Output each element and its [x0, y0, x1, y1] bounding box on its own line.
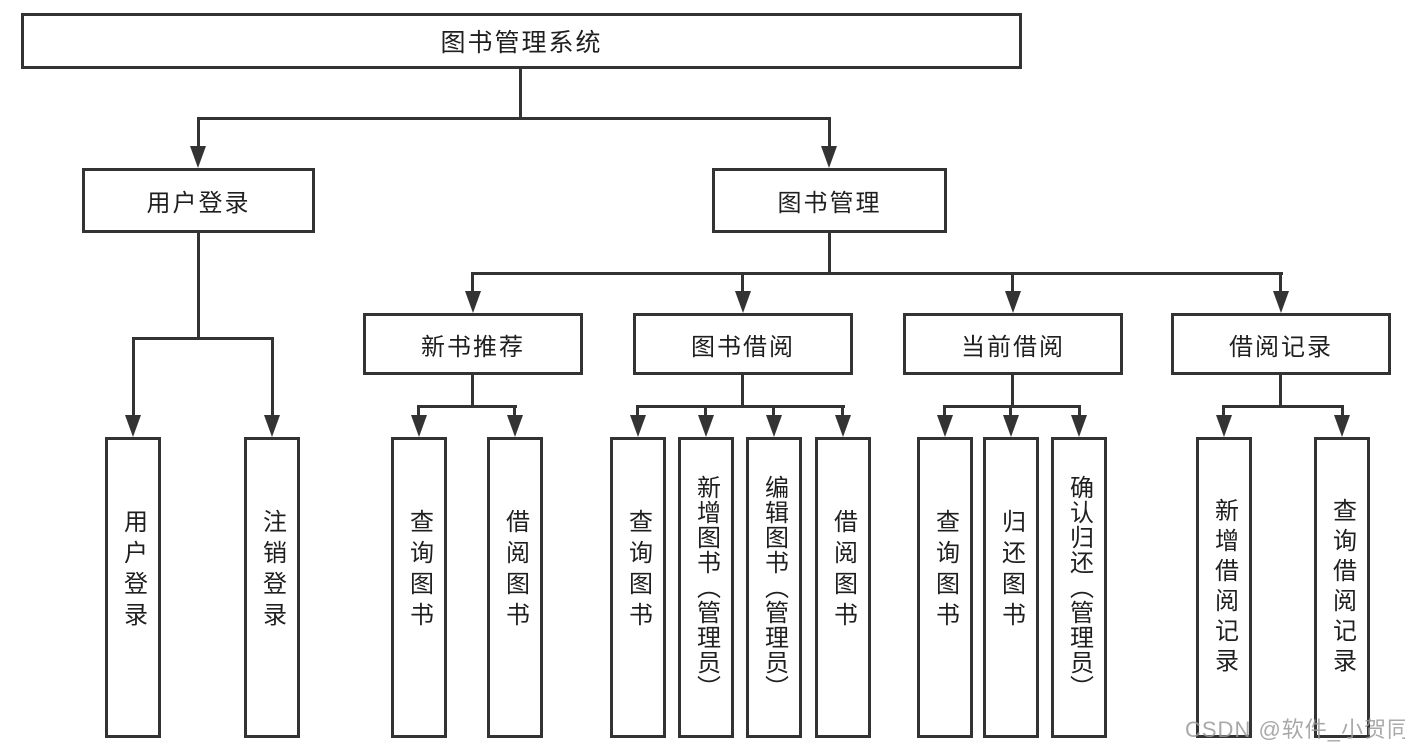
arrow-to-group-current — [1005, 291, 1021, 313]
leaf-rec-query-label: 查询图书 — [405, 508, 433, 633]
leaf-rcd-query: 查询借阅记录 — [1314, 437, 1370, 738]
leaf-bor-borrow-label: 借阅图书 — [829, 508, 857, 633]
arrow-to-group-record — [1273, 291, 1289, 313]
node-group-new-book: 新书推荐 — [363, 313, 583, 375]
arrow-to-leaf-bor-query — [630, 415, 646, 437]
edge-bor-leaf2-drop — [704, 405, 707, 417]
edge-rcd-leaf2-drop — [1341, 405, 1344, 417]
leaf-rcd-query-label: 查询借阅记录 — [1328, 497, 1356, 678]
edge-borrow-rail — [636, 405, 845, 408]
leaf-cur-return-label: 归还图书 — [997, 508, 1025, 633]
leaf-rcd-add-label: 新增借阅记录 — [1210, 497, 1238, 678]
leaf-cur-confirm-label: 确认归还（管理员） — [1065, 475, 1093, 700]
leaf-user-login: 用户登录 — [105, 437, 161, 738]
edge-current-rail — [943, 405, 1081, 408]
leaf-user-login-label: 用户登录 — [119, 508, 147, 633]
edge-cur-leaf2-drop — [1009, 405, 1012, 417]
edge-level3-rail — [471, 272, 1283, 275]
arrow-to-leaf-cur-return — [1003, 415, 1019, 437]
arrow-to-leaf-rec-borrow — [507, 415, 523, 437]
csdn-watermark: CSDN @软件_小贺同学 — [1185, 717, 1405, 742]
arrow-to-leaf-user-login — [125, 415, 141, 437]
edge-login-leaf1-drop — [132, 337, 135, 417]
leaf-bor-query-label: 查询图书 — [624, 508, 652, 633]
leaf-bor-borrow: 借阅图书 — [815, 437, 871, 738]
edge-record-stem — [1279, 373, 1282, 407]
node-user-login: 用户登录 — [82, 168, 315, 233]
arrow-to-leaf-rcd-add — [1216, 415, 1232, 437]
edge-borrow-drop — [741, 272, 744, 294]
arrow-to-user-login — [190, 146, 206, 168]
edge-cur-leaf3-drop — [1078, 405, 1081, 417]
edge-bor-leaf3-drop — [772, 405, 775, 417]
edge-bor-leaf4-drop — [841, 405, 844, 417]
arrow-to-leaf-logout — [264, 415, 280, 437]
arrow-to-leaf-cur-confirm — [1071, 415, 1087, 437]
node-group-record: 借阅记录 — [1171, 313, 1391, 375]
edge-mgmt-stem — [828, 231, 831, 275]
node-book-mgmt: 图书管理 — [712, 168, 947, 233]
arrow-to-group-new-book — [465, 291, 481, 313]
leaf-rcd-add: 新增借阅记录 — [1196, 437, 1252, 738]
node-group-current: 当前借阅 — [903, 313, 1123, 375]
node-user-login-label: 用户登录 — [146, 190, 251, 217]
leaf-bor-edit: 编辑图书（管理员） — [746, 437, 802, 738]
arrow-to-leaf-bor-add — [698, 415, 714, 437]
leaf-cur-query-label: 查询图书 — [931, 508, 959, 633]
node-group-borrow: 图书借阅 — [633, 313, 853, 375]
edge-current-stem — [1011, 373, 1014, 407]
edge-current-drop — [1011, 272, 1014, 294]
arrow-to-leaf-rec-query — [411, 415, 427, 437]
edge-login-rail — [132, 337, 274, 340]
leaf-rec-borrow-label: 借阅图书 — [501, 508, 529, 633]
edge-level1-rail — [197, 117, 831, 120]
leaf-logout: 注销登录 — [244, 437, 300, 738]
edge-record-rail — [1222, 405, 1344, 408]
arrow-to-leaf-cur-query — [937, 415, 953, 437]
leaf-bor-add-label: 新增图书（管理员） — [692, 475, 720, 700]
edge-newbook-stem — [471, 373, 474, 407]
edge-login-leaf2-drop — [271, 337, 274, 417]
edge-record-drop — [1279, 272, 1282, 294]
node-group-record-label: 借阅记录 — [1229, 333, 1333, 361]
arrow-to-leaf-bor-borrow — [835, 415, 851, 437]
node-group-new-book-label: 新书推荐 — [421, 333, 525, 361]
arrow-to-leaf-bor-edit — [766, 415, 782, 437]
leaf-cur-return: 归还图书 — [983, 437, 1039, 738]
leaf-rec-query: 查询图书 — [391, 437, 447, 738]
leaf-rec-borrow: 借阅图书 — [487, 437, 543, 738]
arrow-to-group-borrow — [735, 291, 751, 313]
edge-rec-leaf2-drop — [513, 405, 516, 417]
node-group-borrow-label: 图书借阅 — [691, 333, 795, 361]
edge-login-stem — [197, 231, 200, 337]
leaf-bor-query: 查询图书 — [610, 437, 666, 738]
arrow-to-leaf-rcd-query — [1334, 415, 1350, 437]
edge-cur-leaf1-drop — [943, 405, 946, 417]
leaf-bor-edit-label: 编辑图书（管理员） — [760, 475, 788, 700]
leaf-logout-label: 注销登录 — [258, 508, 286, 633]
edge-login-drop — [197, 117, 200, 148]
leaf-bor-add: 新增图书（管理员） — [678, 437, 734, 738]
edge-rec-leaf1-drop — [417, 405, 420, 417]
node-group-current-label: 当前借阅 — [961, 333, 1065, 361]
edge-mgmt-drop — [828, 117, 831, 148]
leaf-cur-confirm: 确认归还（管理员） — [1051, 437, 1107, 738]
edge-rcd-leaf1-drop — [1222, 405, 1225, 417]
node-root-label: 图书管理系统 — [440, 29, 603, 57]
edge-newbook-drop — [471, 272, 474, 294]
leaf-cur-query: 查询图书 — [917, 437, 973, 738]
node-book-mgmt-label: 图书管理 — [777, 190, 882, 217]
edge-borrow-stem — [741, 373, 744, 407]
arrow-to-book-mgmt — [821, 146, 837, 168]
edge-root-stem — [519, 68, 522, 120]
node-root: 图书管理系统 — [21, 13, 1022, 69]
edge-bor-leaf1-drop — [636, 405, 639, 417]
edge-newbook-rail — [417, 405, 517, 408]
